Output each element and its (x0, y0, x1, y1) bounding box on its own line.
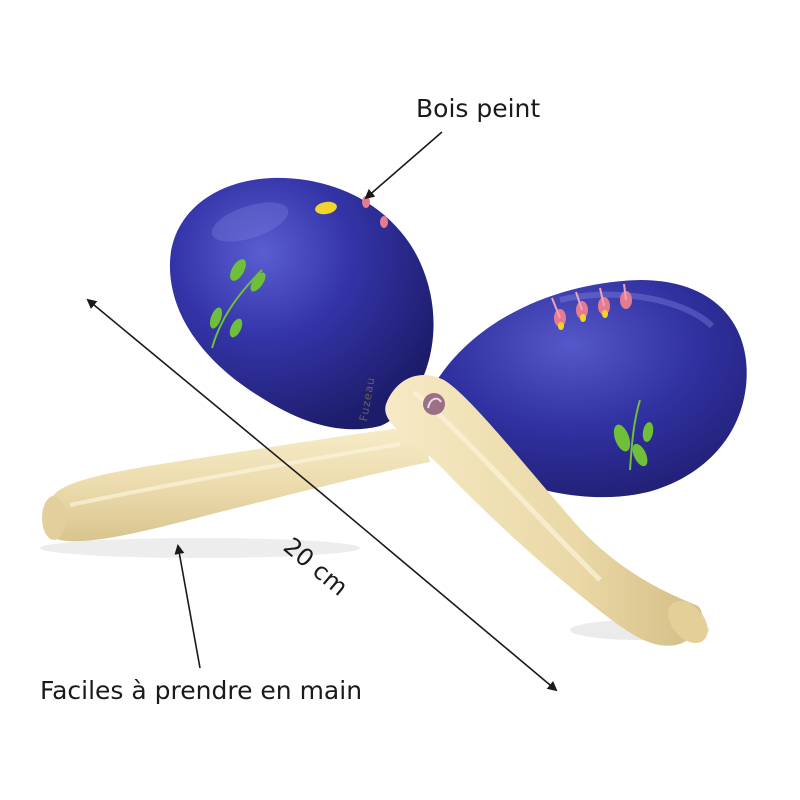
flower-decoration-back (551, 283, 654, 471)
annotation-arrows (86, 131, 558, 692)
length-arrow-end (319, 491, 558, 692)
maraca-front-handle (385, 374, 708, 646)
logo-stamp-icon (423, 393, 445, 415)
maraca-back-handle (42, 426, 430, 542)
grip-label: Faciles à prendre en main (40, 676, 363, 705)
length-arrow-start (86, 298, 321, 493)
flower-decoration-front (209, 196, 388, 349)
material-arrow (364, 131, 443, 200)
maraca-front-ball (169, 177, 434, 430)
grip-arrow (174, 544, 201, 669)
material-label: Bois peint (416, 94, 541, 123)
